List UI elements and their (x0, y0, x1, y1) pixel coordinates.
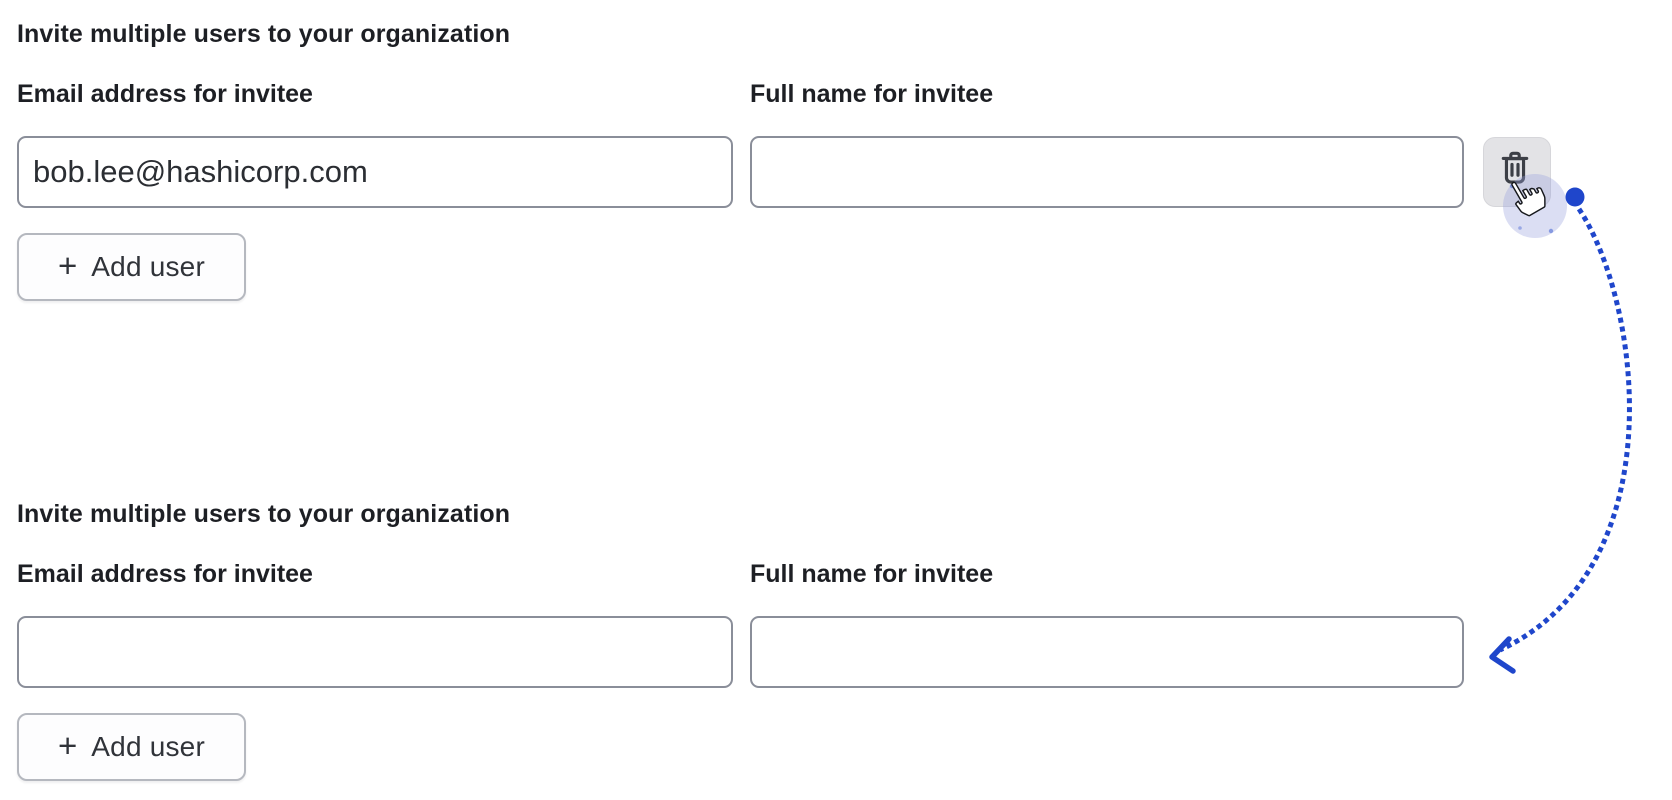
email-input[interactable] (17, 616, 733, 688)
add-user-button[interactable]: + Add user (17, 233, 246, 301)
invite-form-after: Invite multiple users to your organizati… (0, 480, 1672, 800)
add-user-button[interactable]: + Add user (17, 713, 246, 781)
plus-icon: + (58, 247, 78, 284)
email-label: Email address for invitee (17, 560, 313, 588)
form-heading: Invite multiple users to your organizati… (17, 20, 511, 48)
form-heading: Invite multiple users to your organizati… (17, 500, 511, 528)
full-name-input[interactable] (750, 616, 1464, 688)
plus-icon: + (58, 727, 78, 764)
add-user-label: Add user (91, 251, 205, 282)
full-name-label: Full name for invitee (750, 80, 994, 108)
full-name-input[interactable] (750, 136, 1464, 208)
add-user-label: Add user (91, 731, 205, 762)
invite-form-before: Invite multiple users to your organizati… (17, 20, 1551, 301)
delete-row-button[interactable] (1483, 137, 1551, 207)
full-name-label: Full name for invitee (750, 560, 994, 588)
email-label: Email address for invitee (17, 80, 313, 108)
trash-icon (1501, 151, 1533, 191)
email-input[interactable] (17, 136, 733, 208)
